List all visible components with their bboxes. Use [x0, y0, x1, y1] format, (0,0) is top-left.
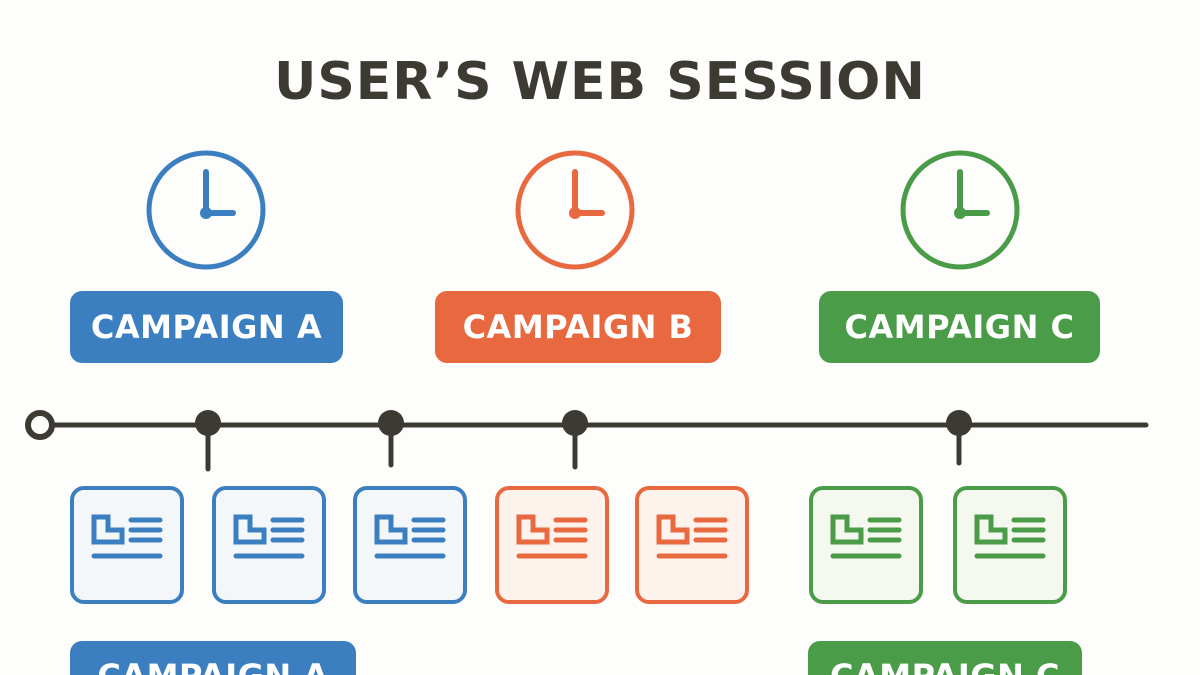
timeline	[25, 410, 1149, 472]
page-visit-card	[635, 486, 749, 604]
web-page-icon	[233, 514, 305, 559]
campaign-label: CAMPAIGN A	[70, 641, 356, 675]
timeline-event-marker	[562, 410, 588, 470]
clock-icon	[515, 150, 635, 270]
page-visit-card	[70, 486, 184, 604]
web-page-icon	[830, 514, 902, 559]
web-page-icon	[91, 514, 163, 559]
campaign-label: CAMPAIGN C	[819, 291, 1100, 363]
campaign-label: CAMPAIGN B	[435, 291, 721, 363]
web-page-icon	[974, 514, 1046, 559]
page-visit-card	[809, 486, 923, 604]
web-page-icon	[374, 514, 446, 559]
campaign-label: CAMPAIGN A	[70, 291, 343, 363]
clock-icon	[900, 150, 1020, 270]
page-visit-card	[495, 486, 609, 604]
timeline-event-marker	[195, 410, 221, 472]
page-visit-card	[212, 486, 326, 604]
clock-icon	[146, 150, 266, 270]
web-page-icon	[656, 514, 728, 559]
timeline-event-marker	[378, 410, 404, 468]
session-start-marker	[25, 410, 55, 440]
page-title: USER’S WEB SESSION	[274, 52, 926, 112]
page-visit-card	[953, 486, 1067, 604]
web-page-icon	[516, 514, 588, 559]
campaign-label: CAMPAIGN C	[808, 641, 1082, 675]
timeline-event-marker	[946, 410, 972, 466]
page-visit-card	[353, 486, 467, 604]
